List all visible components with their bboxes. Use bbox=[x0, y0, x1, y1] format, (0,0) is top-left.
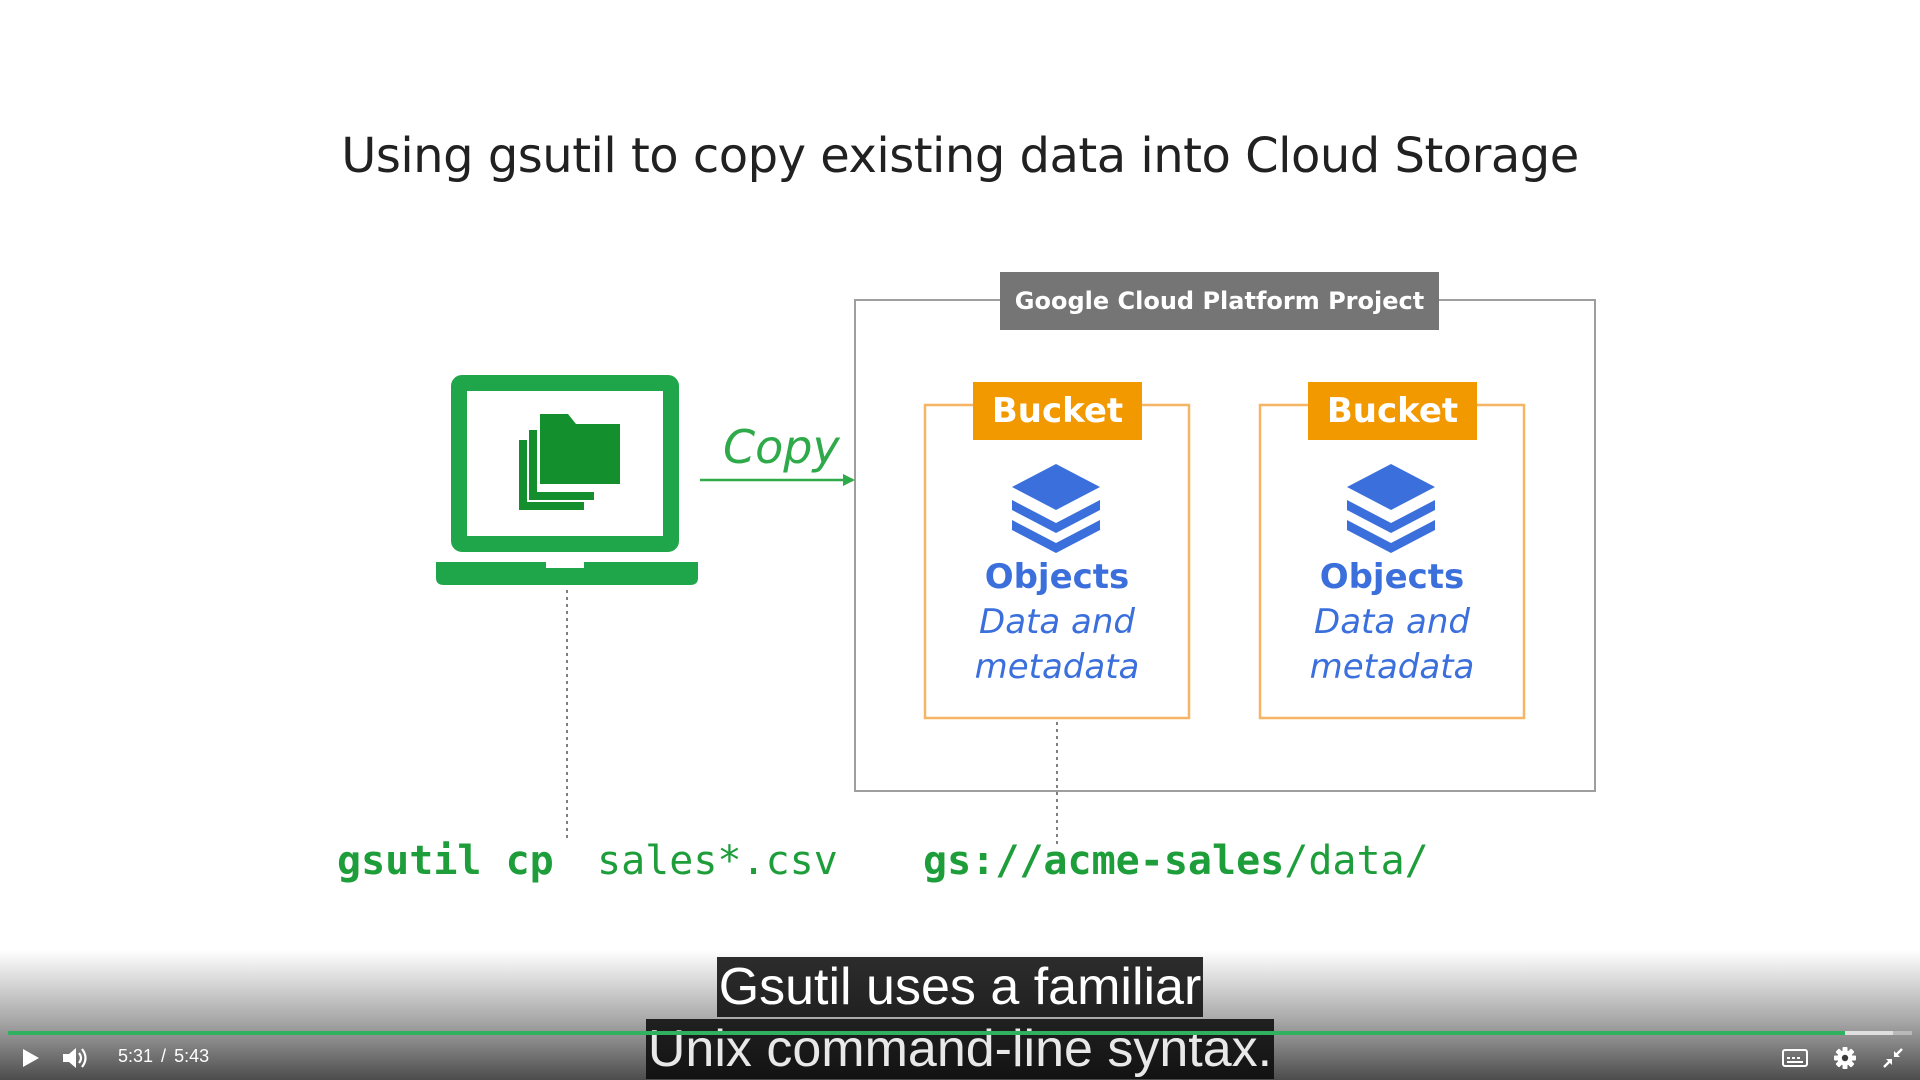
objects-stack-icon-2 bbox=[1347, 464, 1435, 553]
captions-icon bbox=[1782, 1049, 1808, 1067]
objects-title-1: Objects bbox=[984, 557, 1130, 597]
bucket-label-2: Bucket bbox=[1308, 382, 1477, 440]
slide-title: Using gsutil to copy existing data into … bbox=[341, 128, 1579, 184]
objects-title-2: Objects bbox=[1319, 557, 1465, 597]
progress-played bbox=[8, 1031, 1846, 1035]
caption-line-1: Gsutil uses a familiar bbox=[716, 957, 1204, 1017]
exit-fullscreen-button[interactable] bbox=[1878, 1044, 1908, 1072]
command-gs-prefix: gs:// bbox=[923, 838, 1044, 884]
settings-button[interactable] bbox=[1830, 1044, 1860, 1072]
captions-overlay: Gsutil uses a familiar Unix command-line… bbox=[0, 957, 1920, 1080]
bucket-label-1: Bucket bbox=[973, 382, 1142, 440]
command-part-3: gs://acme-sales/data/ bbox=[923, 838, 1429, 884]
objects-desc-1b: metadata bbox=[974, 647, 1140, 687]
folder-stack-icon bbox=[519, 414, 620, 510]
project-label: Google Cloud Platform Project bbox=[1000, 272, 1439, 330]
objects-desc-1a: Data and bbox=[979, 602, 1135, 642]
time-display: 5:31 / 5:43 bbox=[118, 1046, 209, 1067]
volume-icon bbox=[63, 1048, 87, 1068]
objects-desc-2b: metadata bbox=[1309, 647, 1475, 687]
captions-button[interactable] bbox=[1780, 1044, 1810, 1072]
command-path-suffix: /data/ bbox=[1284, 838, 1429, 884]
copy-arrow-icon bbox=[700, 474, 855, 486]
command-gsutil-cp: gsutil cp bbox=[337, 838, 554, 884]
play-icon bbox=[23, 1049, 39, 1067]
current-time: 5:31 bbox=[118, 1046, 154, 1066]
laptop-icon bbox=[436, 375, 698, 585]
command-part-2: sales*.csv bbox=[597, 838, 838, 884]
volume-button[interactable] bbox=[58, 1044, 92, 1072]
gear-icon bbox=[1834, 1047, 1856, 1069]
command-part-1: gsutil cp bbox=[337, 838, 554, 884]
time-separator: / bbox=[161, 1046, 167, 1066]
play-button[interactable] bbox=[14, 1044, 46, 1072]
duration: 5:43 bbox=[174, 1046, 210, 1066]
caption-line-2: Unix command-line syntax. bbox=[645, 1019, 1275, 1079]
progress-bar[interactable] bbox=[8, 1031, 1912, 1035]
objects-desc-2a: Data and bbox=[1314, 602, 1470, 642]
objects-stack-icon-1 bbox=[1012, 464, 1100, 553]
command-bucket-name: acme-sales bbox=[1043, 838, 1285, 884]
exit-fullscreen-icon bbox=[1883, 1048, 1903, 1068]
copy-label: Copy bbox=[723, 420, 840, 474]
